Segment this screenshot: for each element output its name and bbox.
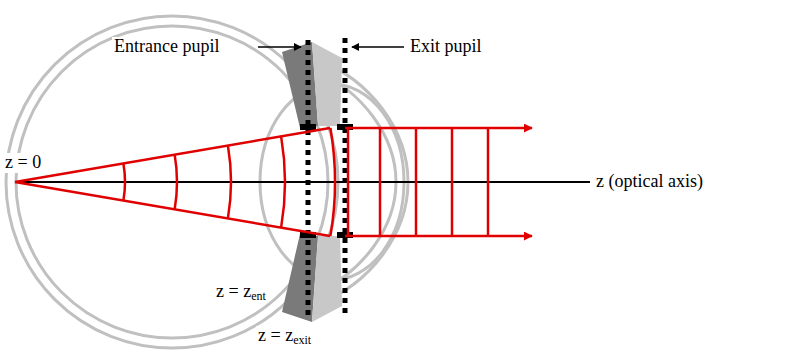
plane-wavefront: [487, 128, 490, 236]
pupil-label: Entrance pupil: [112, 37, 221, 57]
wavefront-arc: [330, 128, 335, 236]
axis-label: z (optical axis): [594, 172, 705, 192]
beam-lower: [345, 235, 532, 238]
leader-arrow: [352, 46, 404, 48]
position-label: z = zexit: [256, 326, 313, 346]
optical-axis: [15, 181, 590, 183]
leader-arrow: [258, 46, 301, 48]
iris-lower: [282, 234, 318, 322]
plane-wavefront: [379, 128, 382, 236]
wavefront-arc: [123, 163, 125, 200]
exit-pupil-plane: [343, 38, 348, 318]
entrance-pupil-plane: [306, 40, 311, 318]
wavefronts: [123, 128, 335, 236]
wavefront-arc: [281, 136, 285, 227]
iris-upper: [282, 42, 318, 128]
wavefront-arc: [175, 155, 177, 210]
plane-wavefront: [451, 128, 454, 236]
plane-wavefront: [347, 128, 350, 236]
position-label: z = 0: [3, 153, 43, 173]
iris-upper-front: [312, 42, 342, 126]
pupil-label: Exit pupil: [408, 37, 484, 57]
position-label: z = zent: [214, 282, 268, 302]
wavefront-arc: [228, 146, 231, 219]
iris-lower-front: [312, 236, 342, 322]
plane-wavefronts: [348, 128, 488, 236]
plane-wavefront: [415, 128, 418, 236]
beam-upper: [345, 127, 532, 130]
